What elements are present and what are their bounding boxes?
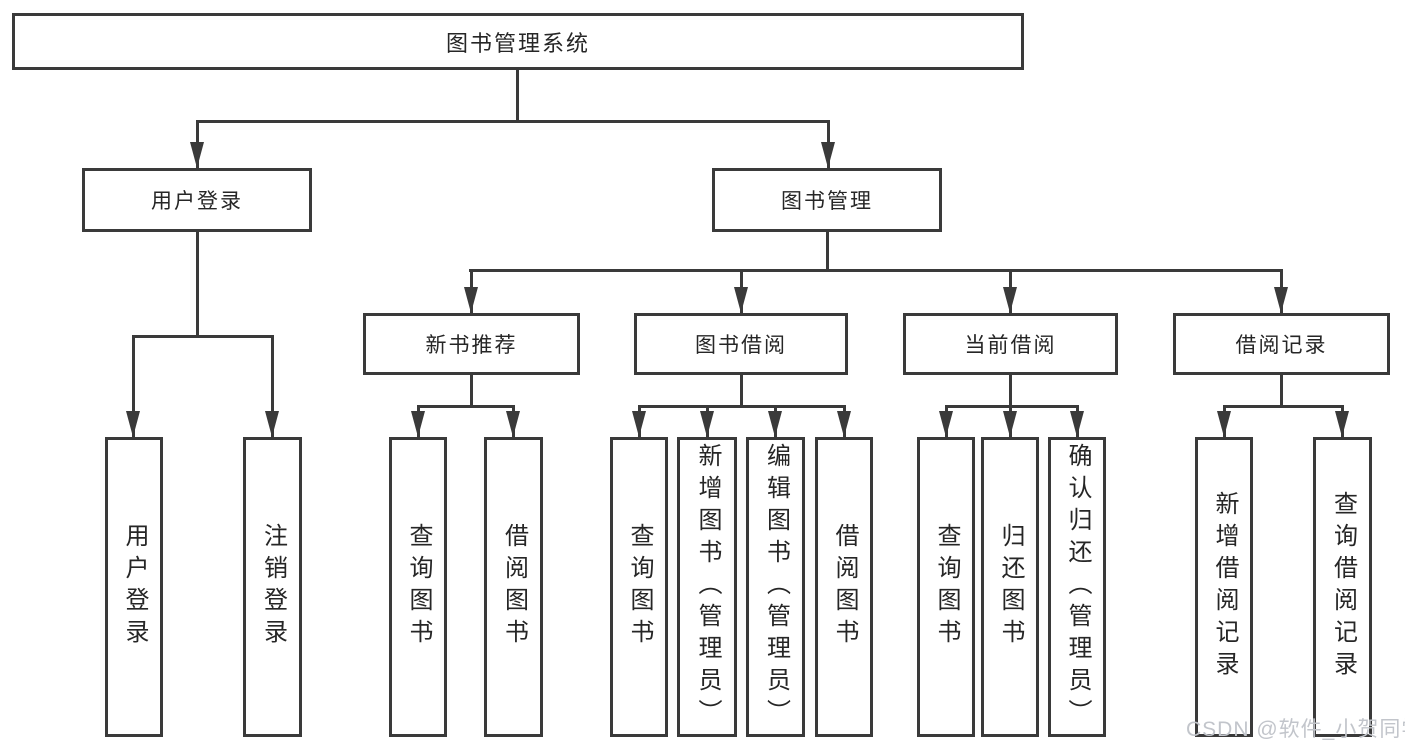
connector-vline bbox=[132, 335, 135, 437]
leaf-add-books-admin: 新增图书（管理员） bbox=[677, 437, 737, 737]
connector-hline bbox=[638, 405, 845, 408]
arrow-down-icon bbox=[411, 411, 425, 437]
arrow-down-icon bbox=[1217, 411, 1231, 437]
arrow-down-icon bbox=[126, 411, 140, 437]
arrow-down-icon bbox=[265, 411, 279, 437]
arrow-down-icon bbox=[768, 411, 782, 437]
arrow-down-icon bbox=[700, 411, 714, 437]
connector-vline bbox=[271, 335, 274, 437]
leaf-return-books: 归还图书 bbox=[981, 437, 1039, 737]
arrow-down-icon bbox=[190, 142, 204, 168]
node-borrow-records: 借阅记录 bbox=[1173, 313, 1390, 375]
connector-hline bbox=[469, 269, 1282, 272]
node-current-borrow: 当前借阅 bbox=[903, 313, 1118, 375]
connector-hline bbox=[132, 335, 273, 338]
arrow-down-icon bbox=[939, 411, 953, 437]
connector-vline bbox=[516, 70, 519, 123]
leaf-confirm-return-admin: 确认归还（管理员） bbox=[1048, 437, 1106, 737]
connector-vline bbox=[740, 375, 743, 408]
connector-vline bbox=[826, 232, 829, 272]
leaf-add-borrow-record: 新增借阅记录 bbox=[1195, 437, 1253, 737]
leaf-query-borrow-record: 查询借阅记录 bbox=[1313, 437, 1372, 737]
connector-hline bbox=[196, 120, 830, 123]
leaf-user-login: 用户登录 bbox=[105, 437, 163, 737]
arrow-down-icon bbox=[1003, 411, 1017, 437]
arrow-down-icon bbox=[1335, 411, 1349, 437]
leaf-edit-books-admin: 编辑图书（管理员） bbox=[746, 437, 805, 737]
connector-hline bbox=[1223, 405, 1343, 408]
leaf-borrow-books: 借阅图书 bbox=[815, 437, 873, 737]
arrow-down-icon bbox=[734, 287, 748, 313]
connector-hline bbox=[417, 405, 515, 408]
leaf-query-books: 查询图书 bbox=[610, 437, 668, 737]
node-system-root: 图书管理系统 bbox=[12, 13, 1024, 70]
csdn-watermark: CSDN @软件_小贺同学 bbox=[1186, 718, 1405, 741]
leaf-logout: 注销登录 bbox=[243, 437, 302, 737]
node-book-borrow: 图书借阅 bbox=[634, 313, 848, 375]
connector-vline bbox=[196, 232, 199, 338]
arrow-down-icon bbox=[464, 287, 478, 313]
connector-vline bbox=[1280, 375, 1283, 408]
arrow-down-icon bbox=[1003, 287, 1017, 313]
connector-vline bbox=[1009, 375, 1012, 408]
node-new-book-recommend: 新书推荐 bbox=[363, 313, 580, 375]
leaf-query-books: 查询图书 bbox=[389, 437, 447, 737]
leaf-borrow-books: 借阅图书 bbox=[484, 437, 543, 737]
node-user-login: 用户登录 bbox=[82, 168, 312, 232]
connector-vline bbox=[470, 375, 473, 408]
node-book-management: 图书管理 bbox=[712, 168, 942, 232]
leaf-query-books: 查询图书 bbox=[917, 437, 975, 737]
arrow-down-icon bbox=[821, 142, 835, 168]
arrow-down-icon bbox=[837, 411, 851, 437]
arrow-down-icon bbox=[632, 411, 646, 437]
arrow-down-icon bbox=[1274, 287, 1288, 313]
arrow-down-icon bbox=[506, 411, 520, 437]
arrow-down-icon bbox=[1070, 411, 1084, 437]
